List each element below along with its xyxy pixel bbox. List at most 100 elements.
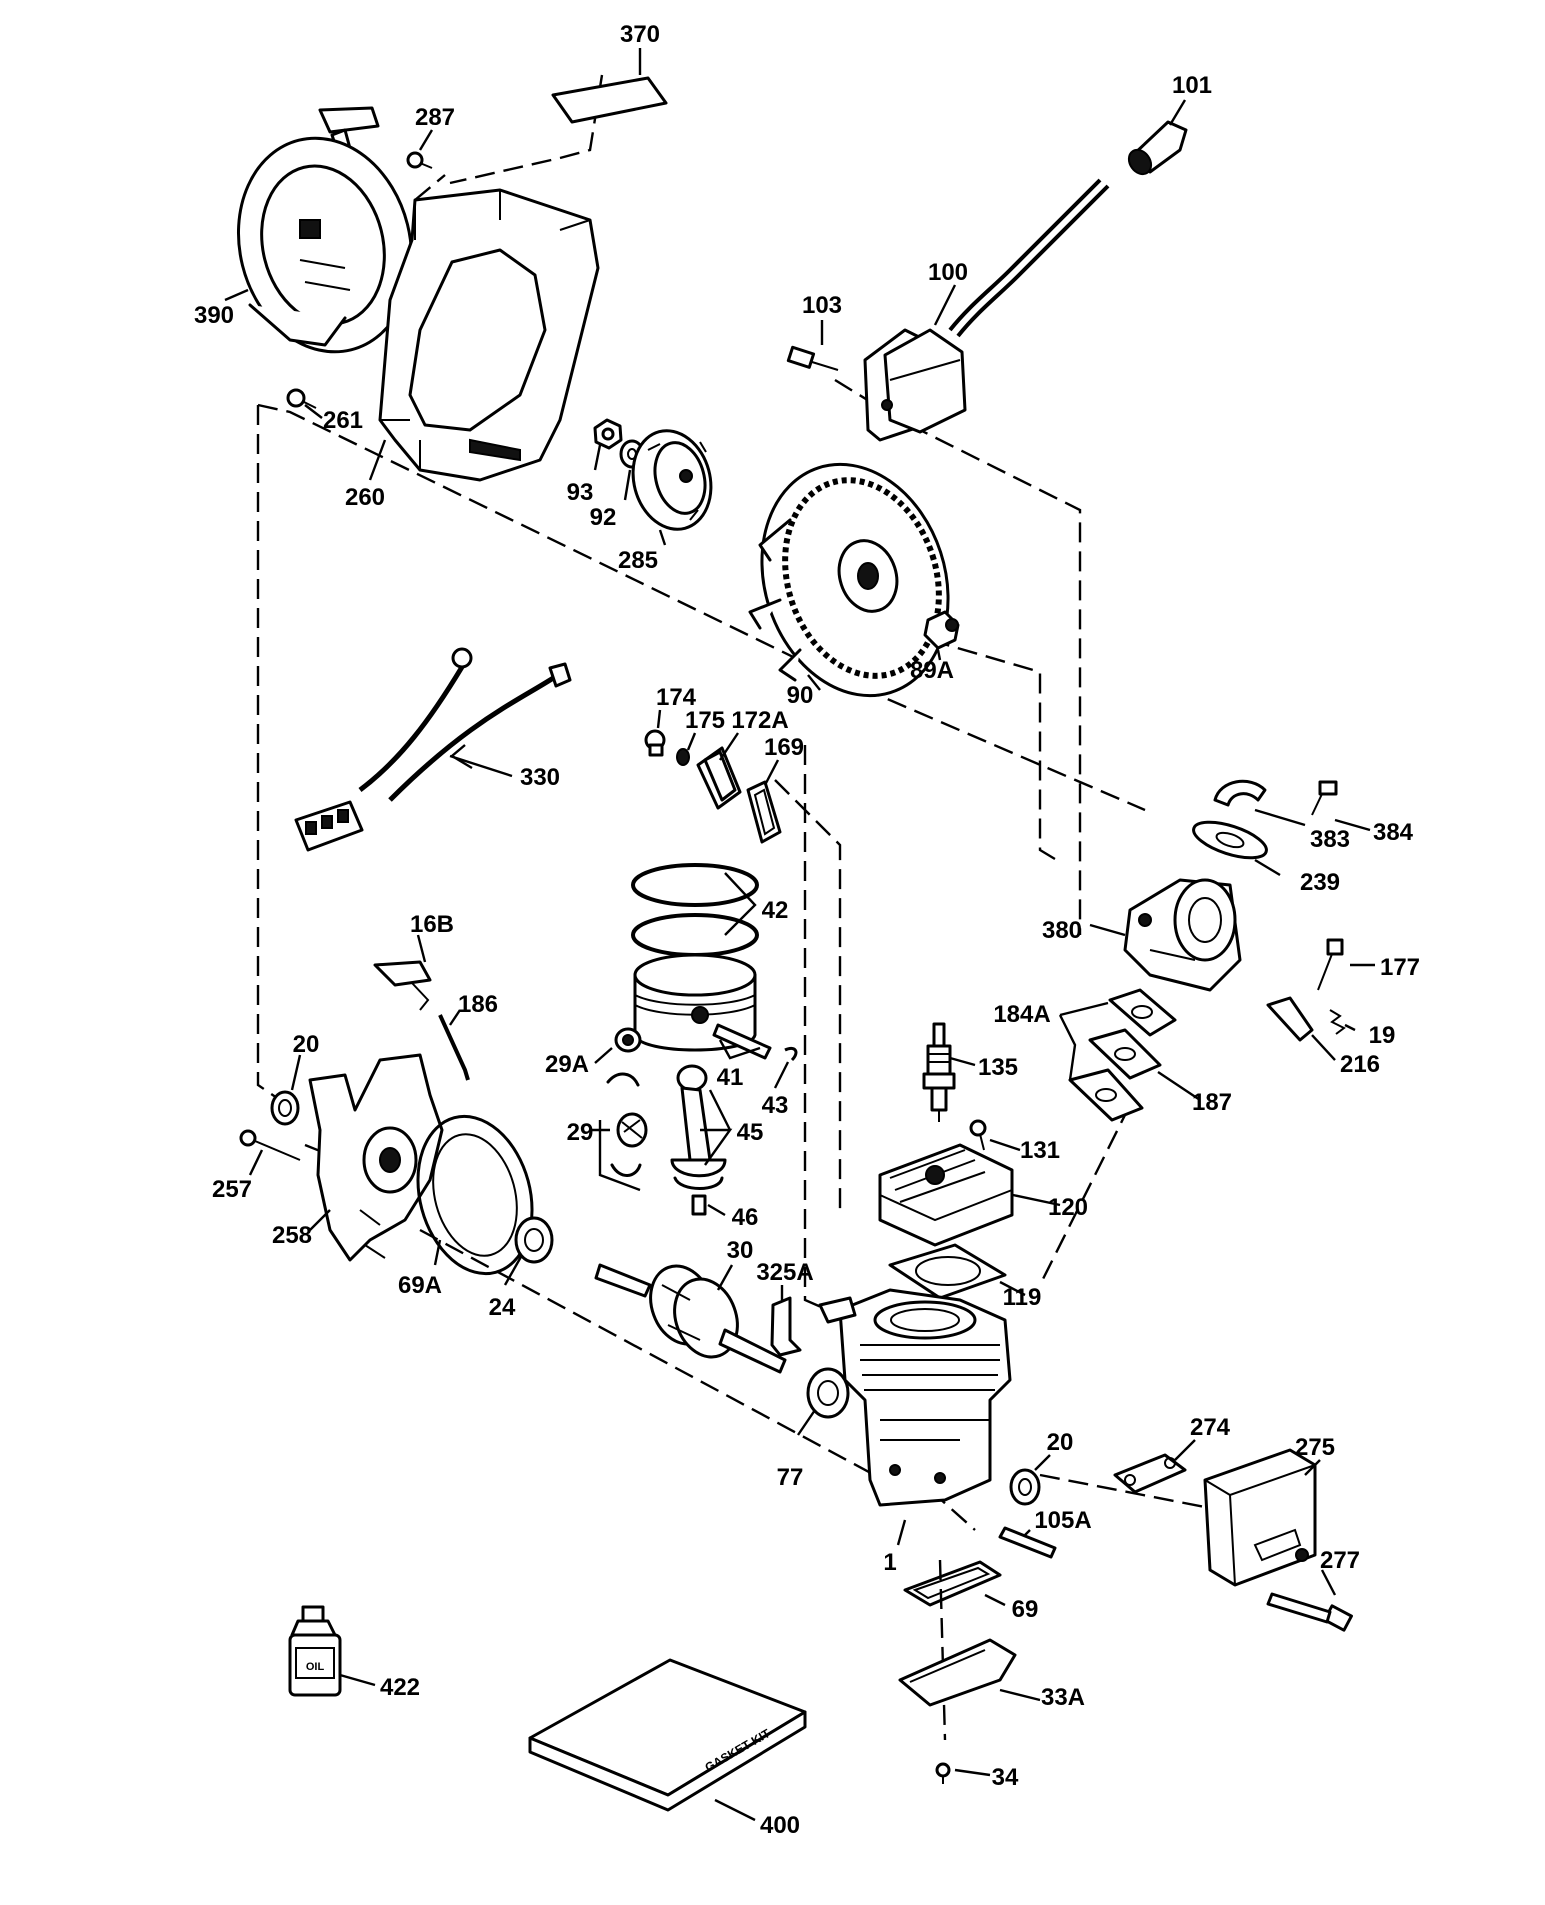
callout-93: 93 (567, 479, 594, 506)
callout-77: 77 (777, 1464, 804, 1491)
seal-20-right (1009, 1468, 1041, 1506)
needle-bearing-29 (606, 1072, 648, 1177)
spring-19 (1329, 1009, 1346, 1035)
callout-29: 29 (567, 1119, 594, 1146)
gasket-169 (746, 780, 782, 844)
callout-43: 43 (762, 1092, 789, 1119)
key-89A (923, 610, 960, 650)
callout-41: 41 (717, 1064, 744, 1091)
bolt-277 (1266, 1592, 1353, 1632)
callout-275: 275 (1295, 1434, 1335, 1461)
plate-33A (898, 1638, 1017, 1707)
callout-277: 277 (1320, 1547, 1360, 1574)
callout-19: 19 (1369, 1022, 1396, 1049)
spark-plug-boot-101 (1127, 120, 1188, 176)
callout-30: 30 (727, 1237, 754, 1264)
gasket-69A (416, 1114, 534, 1276)
callout-174: 174 (656, 684, 697, 711)
washer-175 (676, 748, 690, 766)
callout-257: 257 (212, 1176, 252, 1203)
callout-89A: 89A (910, 657, 954, 684)
cylinder-1 (818, 1288, 1012, 1507)
part-16B (373, 960, 432, 1011)
decal-370 (551, 76, 668, 124)
nut-93 (593, 418, 623, 450)
gasket-69 (903, 1560, 1002, 1607)
callout-45: 45 (737, 1119, 764, 1146)
callout-46: 46 (732, 1204, 759, 1231)
recoil-starter-390 (236, 106, 414, 354)
screw-46 (691, 1194, 707, 1216)
screw-34 (935, 1762, 951, 1784)
muffler-gasket-274 (1113, 1453, 1187, 1494)
gasket-239 (1192, 820, 1268, 860)
part-325A (770, 1296, 802, 1357)
head-gasket-119 (888, 1243, 1007, 1300)
callout-33A: 33A (1041, 1684, 1085, 1711)
piston-rings-42 (631, 863, 759, 957)
callout-258: 258 (272, 1222, 312, 1249)
spark-plug-135 (922, 1022, 956, 1122)
callout-184A: 184A (993, 1001, 1050, 1028)
callout-274: 274 (1190, 1414, 1231, 1441)
callout-370: 370 (620, 21, 660, 48)
callout-330: 330 (520, 764, 560, 791)
leader-lines (224, 48, 1375, 1822)
screw-384 (1311, 780, 1338, 816)
callout-175: 175 (685, 707, 725, 734)
callout-100: 100 (928, 259, 968, 286)
callout-172A: 172A (731, 707, 788, 734)
callout-103: 103 (802, 292, 842, 319)
bearing-24 (514, 1216, 554, 1264)
callout-261: 261 (323, 407, 363, 434)
callout-1: 1 (883, 1549, 896, 1576)
oil-bottle-text: OIL (306, 1661, 325, 1673)
screw-177 (1317, 938, 1344, 991)
muffler-275 (1203, 1448, 1317, 1587)
callout-285: 285 (618, 547, 658, 574)
wire-harness-330 (294, 647, 572, 852)
screw-131 (969, 1119, 987, 1151)
callout-20-left: 20 (293, 1031, 320, 1058)
bracket-383 (1213, 779, 1267, 807)
gasket-184A-upper (1108, 988, 1177, 1037)
oil-bottle-422: OIL (288, 1605, 342, 1697)
callout-16B: 16B (410, 911, 454, 938)
cylinder-head-120 (878, 1143, 1014, 1247)
gasket-187 (1088, 1028, 1162, 1080)
callout-69: 69 (1012, 1596, 1039, 1623)
callout-287: 287 (415, 104, 455, 131)
screw-287 (406, 151, 433, 169)
callout-239: 239 (1300, 869, 1340, 896)
callout-400: 400 (760, 1812, 800, 1839)
callout-101: 101 (1172, 72, 1212, 99)
callout-119: 119 (1003, 1284, 1042, 1311)
ignition-wire (948, 178, 1110, 338)
callout-383: 383 (1310, 826, 1350, 853)
bearing-77 (806, 1367, 850, 1419)
gasket-172A (696, 746, 742, 810)
callout-120: 120 (1048, 1194, 1088, 1221)
callout-90: 90 (787, 682, 814, 709)
screw-257 (239, 1129, 301, 1161)
callout-186: 186 (458, 991, 498, 1018)
callout-105A: 105A (1034, 1507, 1091, 1534)
crankshaft-30 (594, 1263, 787, 1374)
callout-384: 384 (1373, 819, 1414, 846)
ignition-coil-100 (863, 328, 967, 442)
gasket-184A-lower (1068, 1068, 1144, 1122)
callout-34: 34 (992, 1764, 1019, 1791)
callout-labels: 370 287 390 261 260 93 92 285 101 103 10… (194, 21, 1420, 1839)
callout-24: 24 (489, 1294, 516, 1321)
callout-260: 260 (345, 484, 385, 511)
callout-20-right: 20 (1047, 1429, 1074, 1456)
seal-20-left (270, 1090, 300, 1126)
blower-housing-260 (378, 188, 600, 482)
screw-261 (286, 388, 317, 409)
carburetor-380 (1123, 878, 1242, 992)
callout-92: 92 (590, 504, 617, 531)
crankcase-cover-258 (308, 1053, 444, 1262)
screw-103 (786, 345, 839, 371)
callout-325A: 325A (756, 1259, 813, 1286)
